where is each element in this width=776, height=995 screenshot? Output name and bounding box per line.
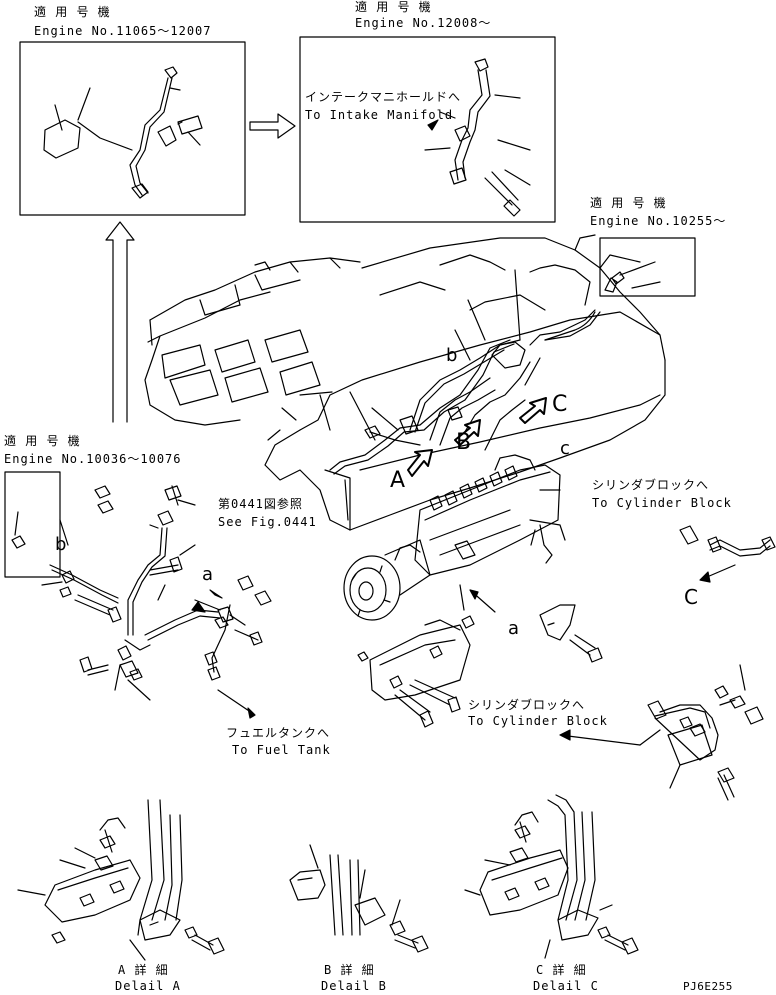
- box3-header: 適 用 号 機: [590, 196, 667, 210]
- view-letter-a-small-left: a: [202, 564, 214, 585]
- box1-engine-range: Engine No.11065～12007: [34, 24, 212, 38]
- box3-engine-range: Engine No.10255～: [590, 214, 727, 228]
- detail-c-title-jp: C 詳 細: [536, 963, 587, 977]
- view-letter-c-small: c: [560, 438, 570, 459]
- box4-header: 適 用 号 機: [4, 434, 81, 448]
- view-letter-a-upper: A: [390, 468, 406, 493]
- detail-b-drawing: [289, 844, 429, 953]
- arrow-up-to-box-1: [105, 221, 135, 423]
- detail-box-1: [19, 41, 246, 216]
- cylinder-block-jp-upper: シリンダブロックへ: [592, 478, 710, 492]
- detail-box-4: [4, 471, 61, 578]
- injection-lines: [319, 269, 601, 475]
- left-pipe-assembly: [41, 485, 272, 701]
- cylinder-block-jp-lower: シリンダブロックへ: [468, 698, 586, 712]
- arrow-to-box-2: [249, 113, 296, 139]
- detail-a-drawing: [17, 799, 225, 961]
- fuel-tank-en: To Fuel Tank: [232, 743, 331, 757]
- detail-a-title-en: Delail A: [115, 979, 181, 993]
- view-letter-a-small-right: a: [508, 618, 520, 639]
- cylinder-block-arrow: [559, 729, 641, 746]
- fuel-tank-jp: フュエルタンクへ: [226, 726, 331, 740]
- fuel-tank-arrow: [217, 689, 256, 719]
- pipe-to-cylinder-block-lower: [639, 664, 764, 801]
- detail-c-drawing: [464, 794, 639, 959]
- cylinder-block-en-lower: To Cylinder Block: [468, 714, 608, 728]
- box2-engine-range: Engine No.12008～: [355, 16, 492, 30]
- box2-header: 適 用 号 機: [355, 0, 432, 14]
- view-letter-b-upper: B: [456, 430, 472, 455]
- injection-pump: [343, 454, 566, 621]
- detail-box-2: [299, 36, 556, 223]
- cylinder-block-en-upper: To Cylinder Block: [592, 496, 732, 510]
- box1-header: 適 用 号 機: [34, 5, 111, 19]
- detail-c-title-en: Delail C: [533, 979, 599, 993]
- view-arrows: [407, 397, 547, 477]
- intake-manifold-jp: インテークマニホールドへ: [305, 90, 462, 104]
- view-c-arrow: [699, 564, 736, 583]
- detail-a-title-jp: A 詳 細: [118, 963, 169, 977]
- detail-box-3: [544, 237, 696, 341]
- drawing-code: PJ6E255: [683, 980, 733, 993]
- pipe-view-c: [679, 525, 776, 557]
- view-a-arrow: [469, 589, 496, 613]
- view-letter-b-small-left: b: [55, 534, 67, 555]
- box4-engine-range: Engine No.10036～10076: [4, 452, 182, 466]
- view-letter-c-right: C: [684, 585, 698, 609]
- detail-b-title-en: Delail B: [321, 979, 387, 993]
- view-letter-c-upper: C: [552, 392, 568, 417]
- detail-b-title-jp: B 詳 細: [324, 963, 375, 977]
- intake-manifold-en: To Intake Manifold: [305, 108, 454, 122]
- figure-reference-en: See Fig.0441: [218, 515, 317, 529]
- figure-reference-jp: 第0441図参照: [218, 497, 303, 511]
- view-letter-b-small-engine: b: [446, 345, 458, 366]
- pump-bracket: [357, 584, 603, 728]
